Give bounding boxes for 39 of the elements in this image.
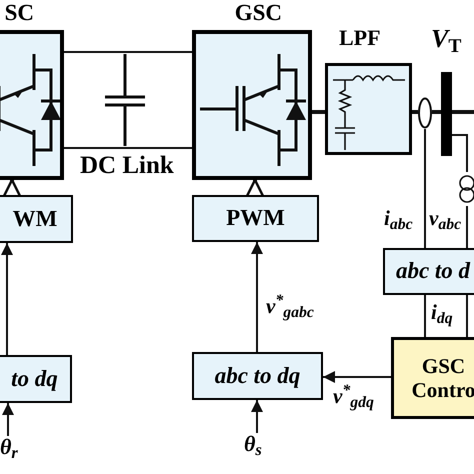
arrow	[1, 243, 13, 355]
box-label: abc to dq	[214, 362, 300, 390]
wire	[432, 110, 441, 114]
box-label: WM	[12, 204, 58, 233]
box-label: abc to d	[396, 257, 470, 286]
block-box	[383, 248, 474, 295]
wire	[412, 110, 418, 114]
controller-box	[391, 337, 474, 419]
wire	[64, 51, 192, 53]
block-box	[192, 195, 319, 242]
wire	[452, 134, 468, 172]
converter-title: SC	[4, 1, 34, 24]
block-box	[192, 352, 323, 400]
block-box	[0, 355, 72, 403]
wire	[312, 110, 325, 114]
box-label: PWM	[226, 204, 285, 232]
voltage-transformer-symbol	[459, 172, 474, 206]
arrow	[2, 178, 22, 198]
arrow	[251, 242, 263, 352]
box-label: to dq	[11, 364, 58, 393]
dc-link-label: DC Link	[80, 153, 174, 178]
angle-symbol: θ$_{s}$	[244, 433, 263, 455]
angle-symbol: θ$_{r}$	[0, 436, 19, 458]
wire	[424, 295, 426, 337]
current-sensor-ring	[418, 97, 432, 129]
block-box	[0, 195, 73, 243]
wire	[466, 206, 468, 248]
edge-label: i$_{abc}$	[384, 208, 413, 229]
arrow	[323, 371, 391, 383]
arrow	[2, 403, 14, 436]
wire	[452, 110, 474, 114]
wire	[466, 295, 468, 337]
arrow	[251, 400, 263, 433]
filter-title: LPF	[339, 27, 381, 49]
converter-title: GSC	[234, 1, 282, 24]
arrow	[245, 178, 265, 198]
bus-label: V$_{T}$	[431, 26, 462, 52]
wire	[64, 147, 192, 149]
wire	[424, 129, 426, 248]
